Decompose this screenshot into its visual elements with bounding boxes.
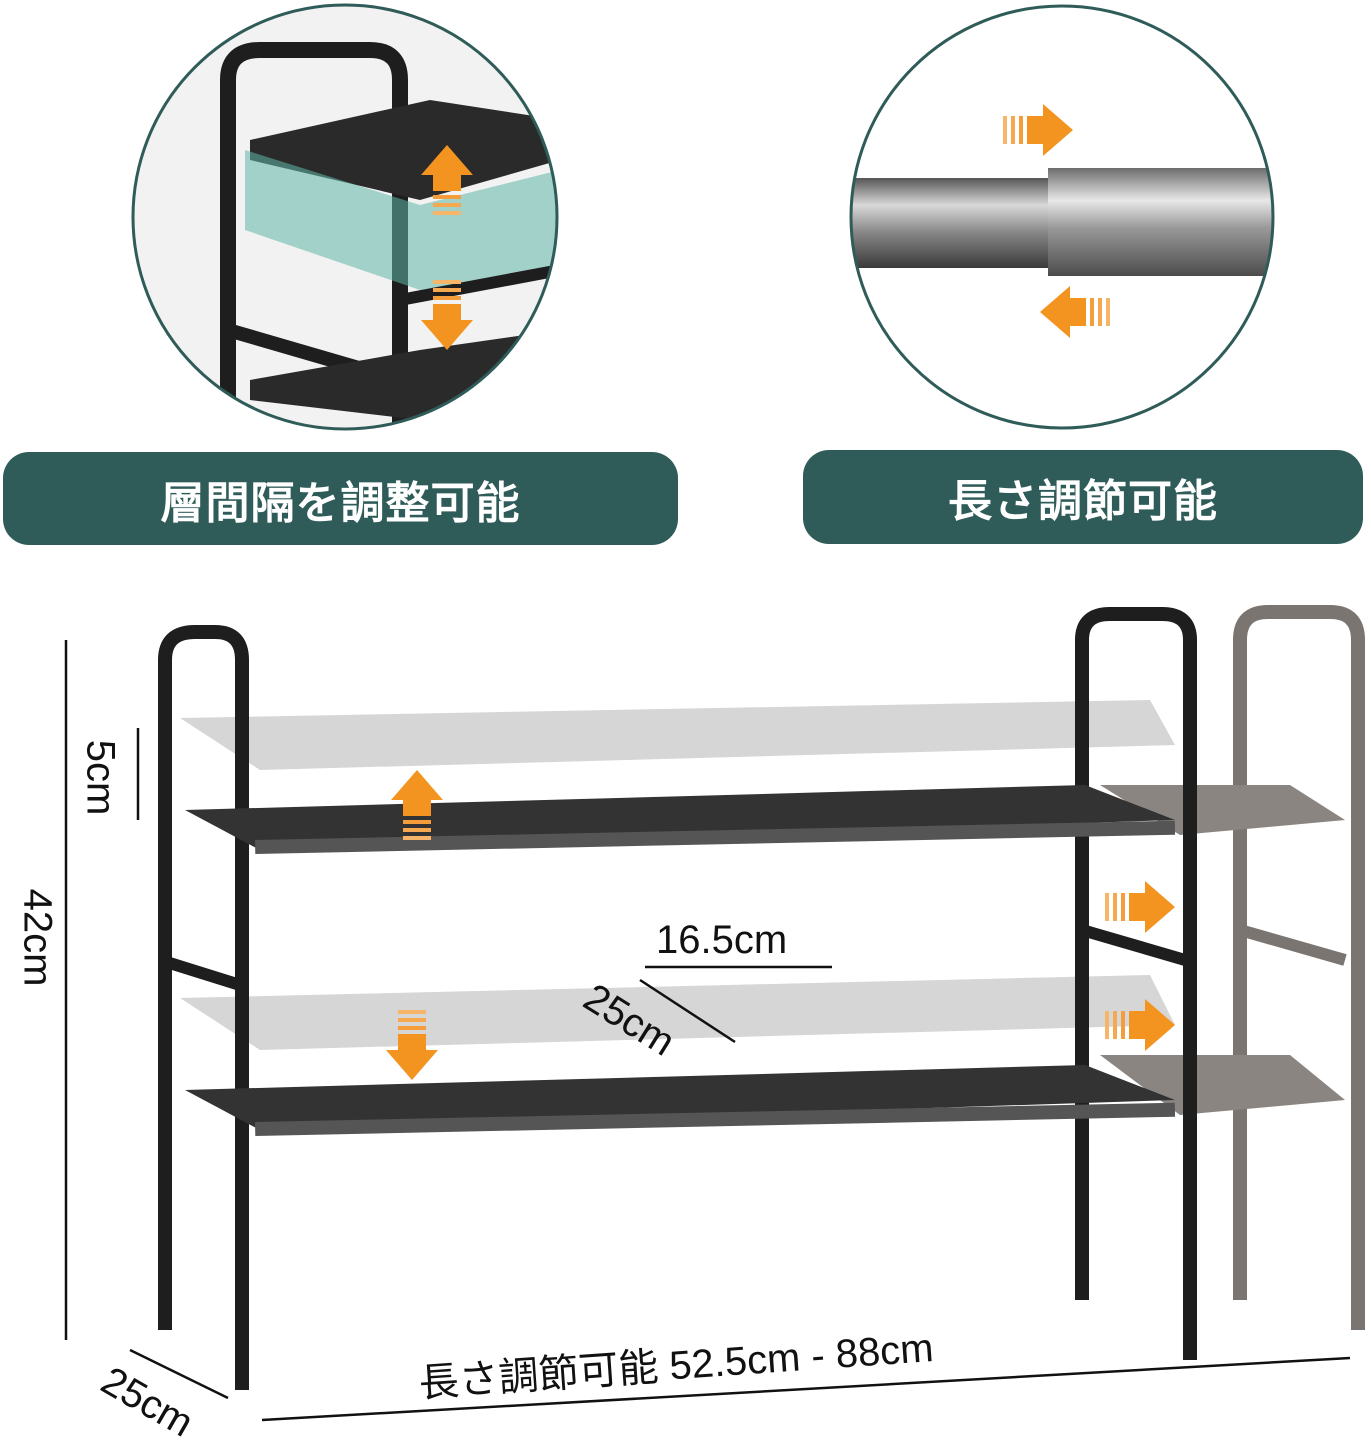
shelf-adjust-label: 5cm [78,739,123,816]
shelf-spacing-adjustable-banner: 層間隔を調整可能 [3,452,678,545]
shelf-spacing-detail-circle [134,6,556,428]
panel-width-label: 16.5cm [656,918,788,962]
length-adjustable-banner: 長さ調節可能 [803,450,1363,544]
height-label: 42cm [15,888,60,987]
arrow-right-icon [1105,881,1175,933]
shoe-rack-diagram [64,605,1365,1422]
dimension-lines [64,640,1351,1422]
length-adjust-detail-circle [852,7,1272,427]
